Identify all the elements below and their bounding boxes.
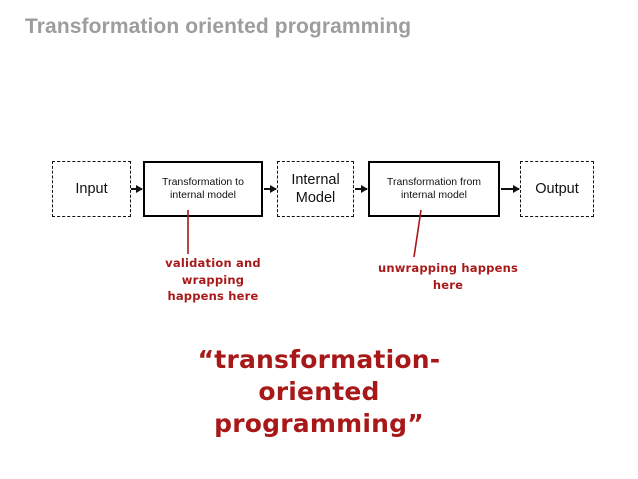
- annotation-unwrapping-happens-here: unwrapping happens here: [377, 261, 519, 292]
- diagram-node-output: Output: [520, 161, 594, 217]
- page-title: Transformation oriented programming: [25, 15, 412, 38]
- leader-line-unwrapping: [413, 209, 422, 258]
- diagram-node-internal-model: Internal Model: [277, 161, 354, 217]
- diagram-node-transformation-to-internal-model-label: Transformation to internal model: [162, 175, 244, 201]
- diagram-node-input-label: Input: [75, 180, 108, 197]
- annotation-validation-and-wrapping: validation and wrapping happens here: [165, 256, 261, 304]
- diagram-node-transformation-from-internal-model-label: Transformation from internal model: [386, 175, 482, 201]
- quote-transformation-oriented-programming: “transformation-oriented programming”: [197, 345, 441, 438]
- diagram-node-transformation-to-internal-model: Transformation to internal model: [143, 161, 263, 217]
- arrow-icon-internal-model-to-transformation: [355, 184, 368, 193]
- arrow-icon-transformation-to-output: [501, 184, 520, 193]
- diagram-node-internal-model-label: Internal Model: [291, 171, 340, 206]
- diagram-node-transformation-from-internal-model: Transformation from internal model: [368, 161, 500, 217]
- arrow-icon-transformation-to-internal-model: [264, 184, 277, 193]
- diagram-node-input: Input: [52, 161, 131, 217]
- diagram-node-output-label: Output: [535, 180, 579, 197]
- arrow-icon-input-to-transformation: [131, 184, 143, 193]
